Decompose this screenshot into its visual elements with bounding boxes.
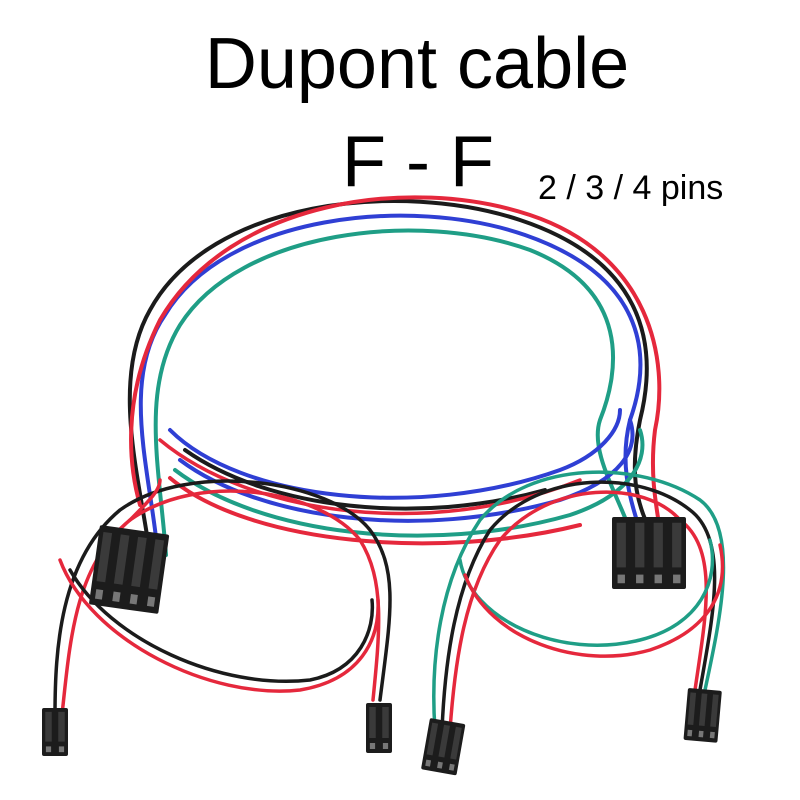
connectors bbox=[42, 517, 722, 776]
red-wire bbox=[129, 195, 662, 532]
red-wire bbox=[60, 489, 381, 717]
red-wire bbox=[168, 476, 582, 546]
red-wire bbox=[128, 478, 162, 522]
four-pin-cable bbox=[127, 195, 662, 557]
red-wire bbox=[158, 438, 582, 516]
red-wire bbox=[58, 558, 380, 693]
two-pin-cable bbox=[53, 478, 392, 717]
three-pin-cable bbox=[432, 470, 726, 732]
green-wire bbox=[458, 538, 715, 647]
red-wire bbox=[448, 490, 708, 732]
blue-wire bbox=[168, 408, 622, 500]
black-wire bbox=[440, 480, 717, 732]
title-line-1: Dupont cable bbox=[204, 24, 630, 104]
two-pin-connector-left bbox=[42, 708, 68, 756]
black-wire bbox=[183, 448, 547, 511]
two-pin-connector-right bbox=[366, 703, 392, 753]
green-wire bbox=[173, 428, 645, 538]
red-wire bbox=[463, 543, 725, 658]
black-wire bbox=[53, 479, 392, 717]
pin-count-label: 2 / 3 / 4 pins bbox=[538, 169, 724, 207]
four-pin-connector-left bbox=[89, 525, 170, 614]
green-wire bbox=[153, 228, 632, 557]
title-line-2: F - F bbox=[342, 122, 494, 202]
four-pin-connector-right bbox=[612, 517, 686, 589]
blue-wire bbox=[178, 418, 635, 523]
three-pin-connector-right bbox=[683, 688, 722, 743]
black-wire bbox=[127, 199, 652, 557]
three-pin-connector-left bbox=[421, 718, 466, 776]
black-wire bbox=[68, 568, 375, 683]
